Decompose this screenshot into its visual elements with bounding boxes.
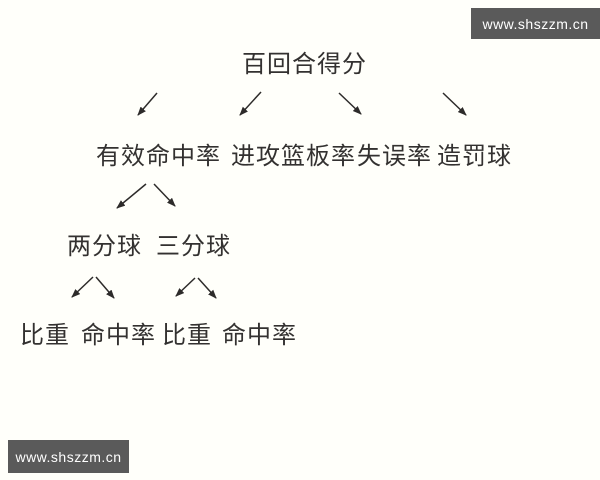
arrow-three-pt-to-fg-rate <box>197 277 217 299</box>
node-two-pointers: 两分球 <box>67 232 142 260</box>
arrow-root-to-turnover <box>338 92 362 115</box>
arrow-effective-fg-to-two-pointers <box>116 183 147 209</box>
node-three-pointers: 三分球 <box>156 232 231 260</box>
node-points-per-100-possessions: 百回合得分 <box>242 50 367 78</box>
arrow-three-pt-to-proportion <box>175 277 196 297</box>
arrow-two-pt-to-fg-rate <box>95 276 115 299</box>
watermark-bottom-left: www.shszzm.cn <box>8 440 129 473</box>
arrow-root-to-offensive-rebound <box>239 91 262 116</box>
arrow-two-pt-to-proportion <box>71 276 94 298</box>
node-three-pt-proportion: 比重 <box>162 321 212 349</box>
node-three-pt-fg-rate: 命中率 <box>222 321 297 349</box>
node-offensive-rebound-rate: 进攻篮板率 <box>231 142 356 170</box>
arrow-root-to-effective-fg <box>137 92 158 116</box>
node-turnover-rate: 失误率 <box>357 142 432 170</box>
arrow-effective-fg-to-three-pointers <box>153 183 176 207</box>
arrow-root-to-free-throws <box>442 92 467 116</box>
node-two-pt-proportion: 比重 <box>20 321 70 349</box>
node-effective-fg-rate: 有效命中率 <box>96 142 221 170</box>
node-two-pt-fg-rate: 命中率 <box>81 321 156 349</box>
watermark-top-right: www.shszzm.cn <box>471 8 600 39</box>
node-drawing-free-throws: 造罚球 <box>437 142 512 170</box>
